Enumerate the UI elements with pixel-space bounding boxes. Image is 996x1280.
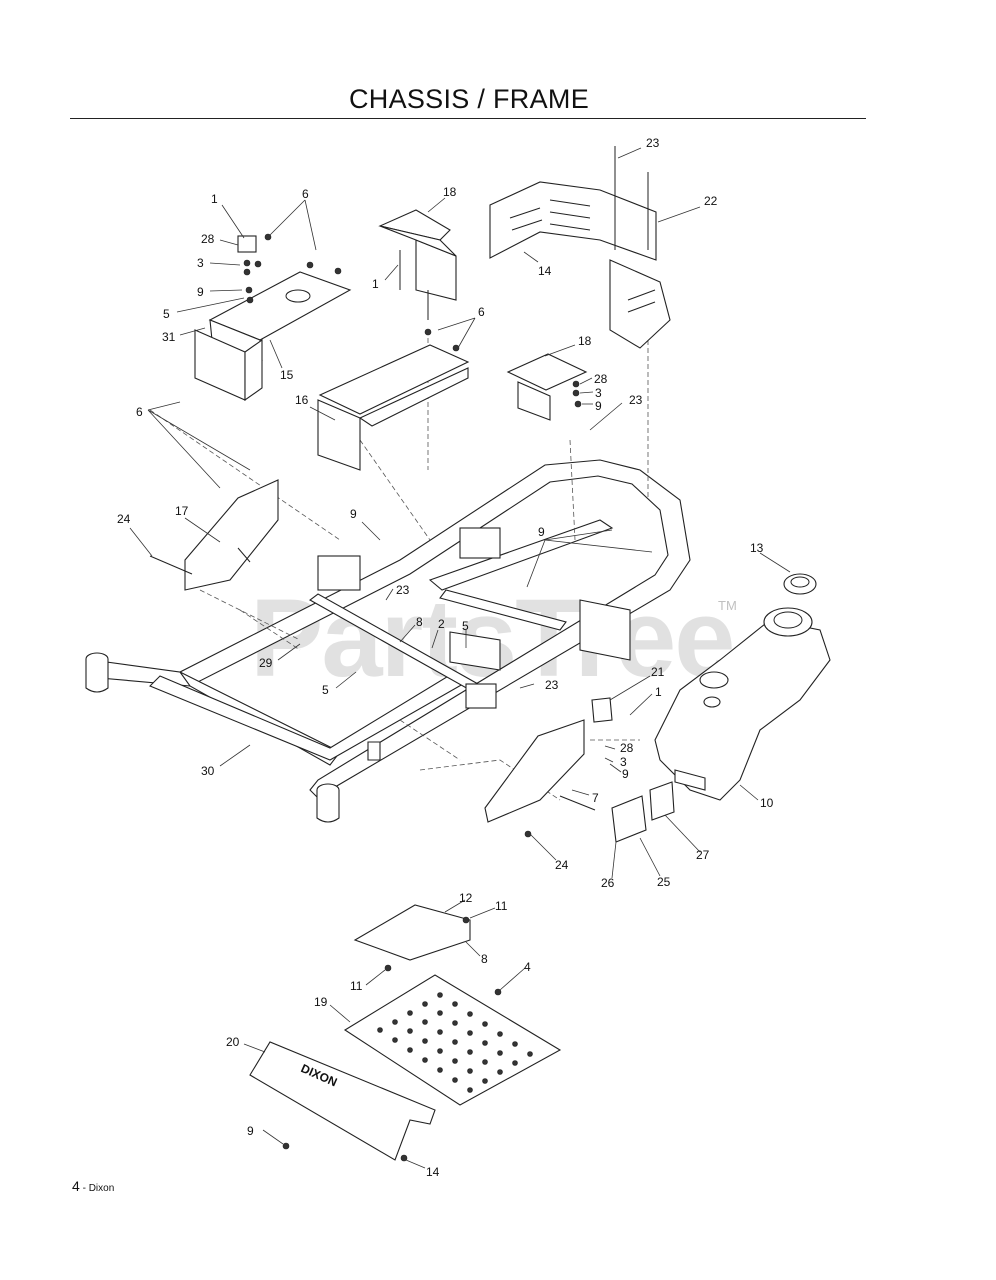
callout: 7 <box>592 791 599 805</box>
main-frame <box>85 459 691 823</box>
callout: 16 <box>295 393 309 407</box>
callout: 11 <box>350 979 363 993</box>
foot-plate <box>353 904 471 972</box>
footer-brand: Dixon <box>88 1183 115 1194</box>
callout: 31 <box>162 330 176 344</box>
callout: 14 <box>538 264 552 278</box>
callout: 9 <box>350 507 357 521</box>
callout: 4 <box>524 960 531 974</box>
callout: 9 <box>197 285 204 299</box>
callout: 13 <box>750 541 764 555</box>
callout: 9 <box>247 1124 254 1138</box>
callout: 28 <box>594 372 608 386</box>
page-number: 4 <box>72 1178 80 1194</box>
right-side-plate <box>484 719 596 838</box>
filter-assembly <box>591 697 675 843</box>
callout: 3 <box>620 755 627 769</box>
control-plate-assembly <box>194 233 352 402</box>
callout: 20 <box>226 1035 240 1049</box>
callout: 29 <box>259 656 273 670</box>
callout: 8 <box>481 952 488 966</box>
callout: 5 <box>322 683 329 697</box>
callout: 23 <box>646 136 660 150</box>
callout: 28 <box>620 741 634 755</box>
callout: 24 <box>117 512 131 526</box>
callout: 12 <box>459 891 473 905</box>
callout: 22 <box>704 194 718 208</box>
callout: 23 <box>629 393 643 407</box>
callout-labels: 1 6 18 23 22 28 3 1 14 9 5 31 15 6 18 28… <box>117 136 774 1179</box>
seat-support-panel <box>317 328 470 471</box>
callout: 5 <box>462 619 469 633</box>
footer-separator: - <box>79 1183 89 1194</box>
callout: 21 <box>651 665 665 679</box>
callout: 28 <box>201 232 215 246</box>
callout: 19 <box>314 995 328 1009</box>
callout: 1 <box>372 277 379 291</box>
callout: 24 <box>555 858 569 872</box>
callout: 23 <box>396 583 410 597</box>
left-side-plate <box>149 479 279 591</box>
callout: 6 <box>478 305 485 319</box>
callout: 25 <box>657 875 671 889</box>
callout: 1 <box>655 685 662 699</box>
callout: 2 <box>438 617 445 631</box>
page-title: CHASSIS / FRAME <box>348 84 590 114</box>
perforated-deck <box>343 974 562 1106</box>
callout: 9 <box>538 525 545 539</box>
callout: 26 <box>601 876 615 890</box>
page-footer: 4 - Dixon <box>72 1178 114 1194</box>
callout: 14 <box>426 1165 440 1179</box>
lower-seat-bracket <box>506 353 588 421</box>
fuel-cap <box>783 573 817 595</box>
callout: 23 <box>545 678 559 692</box>
callout: 8 <box>416 615 423 629</box>
callout: 10 <box>760 796 774 810</box>
callout: 6 <box>302 187 309 201</box>
title-rule <box>70 118 866 119</box>
callout: 27 <box>696 848 710 862</box>
callout: 9 <box>622 767 629 781</box>
callout: 1 <box>211 192 218 206</box>
upper-console-bracket <box>378 209 457 320</box>
callout: 3 <box>595 386 602 400</box>
callout: 9 <box>595 399 602 413</box>
callout: 5 <box>163 307 170 321</box>
callout: 3 <box>197 256 204 270</box>
callout: 15 <box>280 368 294 382</box>
watermark-trademark: TM <box>718 598 737 613</box>
callout: 18 <box>443 185 457 199</box>
rear-fender-panel <box>489 146 671 349</box>
callout: 11 <box>495 899 508 913</box>
callout: 17 <box>175 504 189 518</box>
callout: 6 <box>136 405 143 419</box>
fuel-tank <box>654 607 831 801</box>
leader-lines <box>129 147 791 1169</box>
callout: 18 <box>578 334 592 348</box>
callout: 30 <box>201 764 215 778</box>
